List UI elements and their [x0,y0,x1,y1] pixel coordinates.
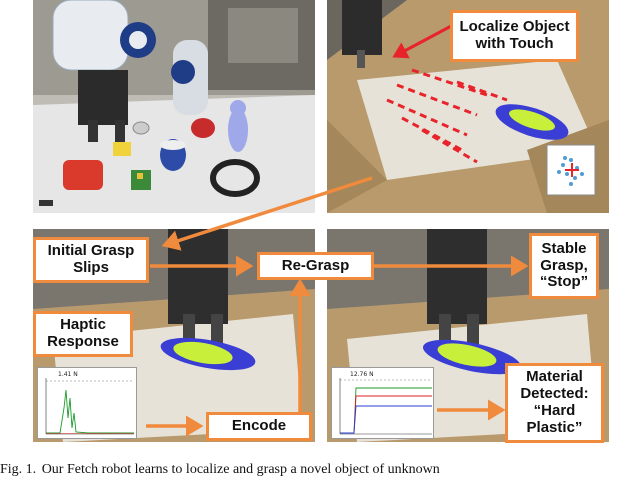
encode-label: Encode [206,412,312,441]
robot-table-illustration [33,0,315,213]
figure-caption: Fig. 1. Our Fetch robot learns to locali… [0,462,640,478]
regrasp-label-text: Re-Grasp [281,256,350,274]
initial-grasp-label: Initial Grasp Slips [33,237,149,283]
haptic-plot-left: 1.41 N [37,367,137,439]
localize-label-text: Localize Object with Touch [459,18,570,52]
initial-grasp-label-text: Initial Grasp Slips [47,242,135,276]
arrow-touch [392,22,456,59]
material-detected-label-text: Material Detected: “Hard Plastic” [520,368,589,436]
haptic-response-label-text: Haptic Response [47,316,119,350]
haptic-plot-right: 12.76 N [331,367,434,439]
photo-robot-table [33,0,315,213]
haptic-plot-left-title: 1.41 N [58,371,78,378]
arrow-localize-to-grasp [161,176,373,251]
haptic-plot-right-title: 12.76 N [350,371,374,378]
figure-caption-prefix: Fig. 1. [0,462,37,477]
haptic-plot-right-lines [339,378,432,435]
stable-grasp-label: Stable Grasp, “Stop” [529,233,599,299]
localize-label: Localize Object with Touch [450,10,579,62]
stable-grasp-label-text: Stable Grasp, “Stop” [539,239,589,291]
figure-caption-text: Our Fetch robot learns to localize and g… [41,462,440,477]
photo-localize [327,0,609,213]
localize-illustration [327,0,609,213]
regrasp-label: Re-Grasp [257,252,374,280]
haptic-response-label: Haptic Response [33,311,133,357]
haptic-plot-left-lines [45,378,134,435]
encode-label-text: Encode [231,417,287,435]
material-detected-label: Material Detected: “Hard Plastic” [505,363,604,443]
